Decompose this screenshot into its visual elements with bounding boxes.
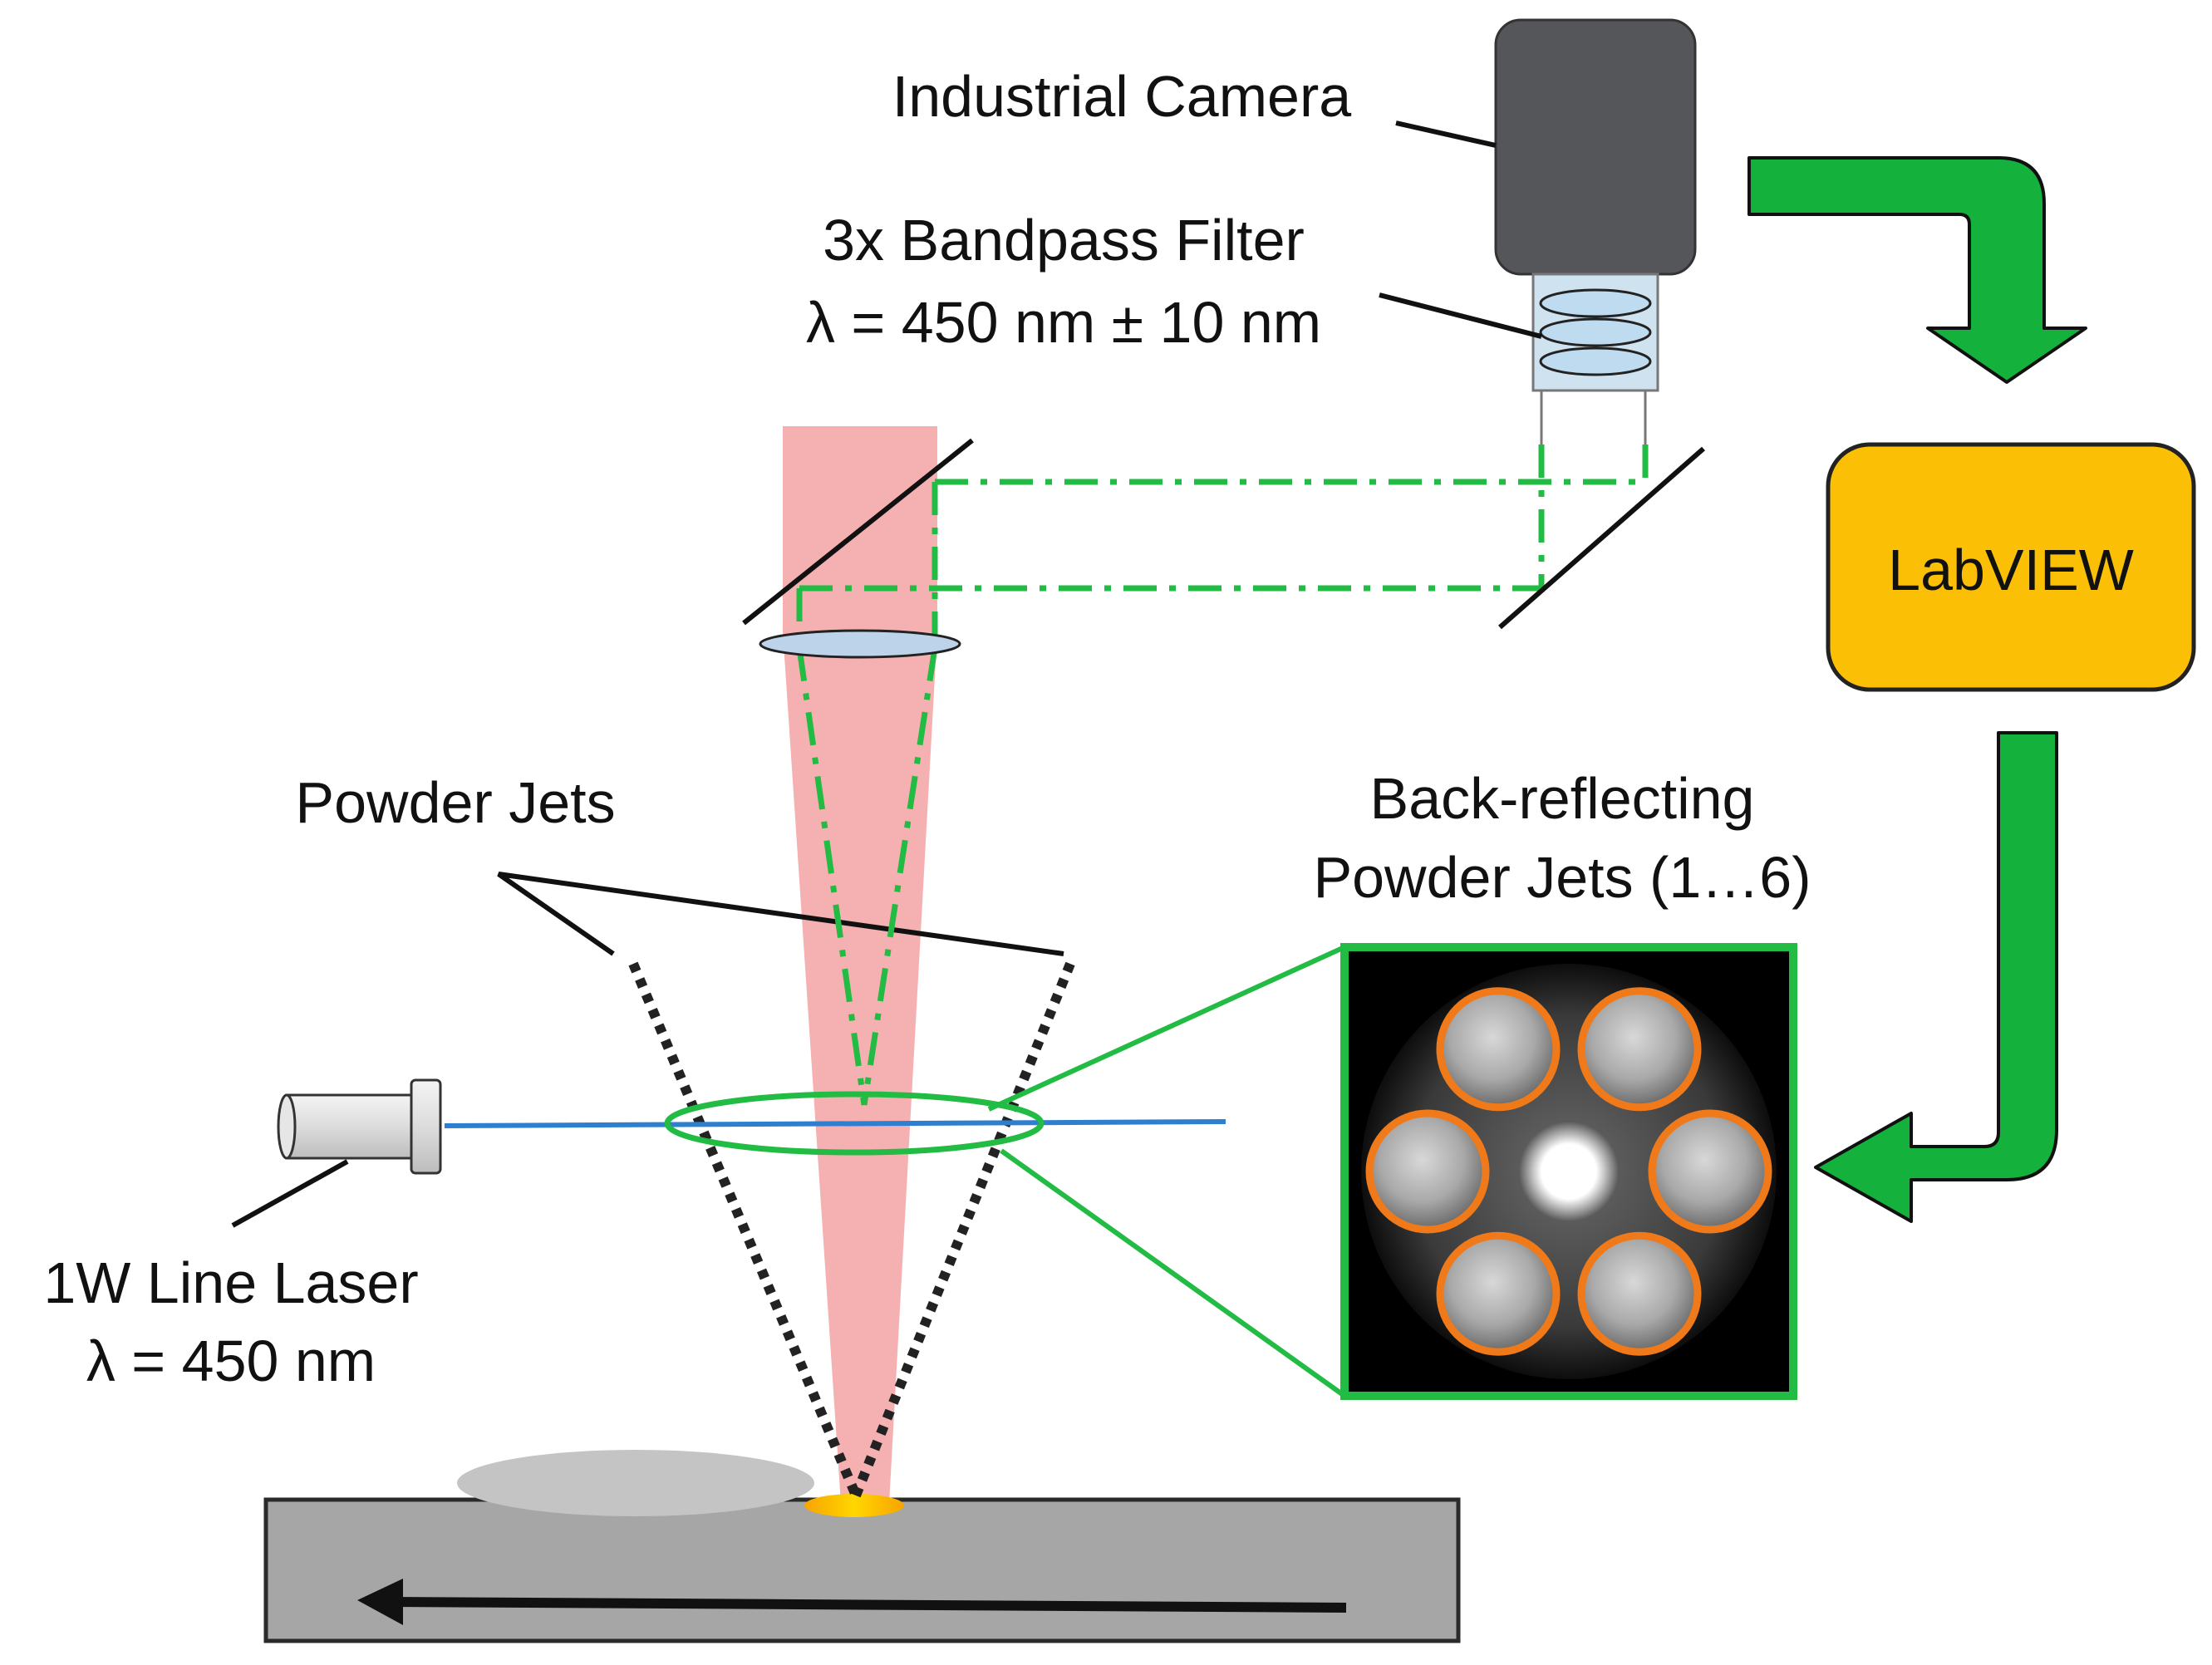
jet-circles [1365, 987, 1772, 1356]
laser-label-line2: λ = 450 nm [86, 1329, 376, 1393]
melt-pool [804, 1494, 904, 1517]
scan-direction-arrow-shaft [390, 1597, 1347, 1613]
jet-circle-6 [1365, 1109, 1490, 1234]
backreflect-label-line2: Powder Jets (1…6) [1313, 845, 1811, 910]
deflection-mirror [1498, 446, 1705, 630]
labview-label: LabVIEW [1888, 538, 2134, 602]
jet-circle-5 [1436, 1231, 1561, 1356]
substrate [263, 1497, 1461, 1643]
optical-path [796, 444, 1649, 1106]
process-laser-beam [783, 426, 937, 1504]
left-arrow-icon [357, 1579, 403, 1625]
zoom-line-top [987, 945, 1346, 1112]
labview-box [1826, 442, 2196, 692]
powder-jets-label: Powder Jets [295, 770, 615, 835]
curved-arrow-icon [1747, 156, 2087, 384]
laser-label-line1: 1W Line Laser [43, 1250, 418, 1315]
curved-arrow-icon [1814, 731, 2058, 1223]
zoom-line-bottom [1000, 1148, 1346, 1398]
filter-label-line2: λ = 450 nm ± 10 nm [806, 290, 1321, 355]
jet-circle-4 [1577, 1231, 1702, 1356]
powder-jet-left [628, 961, 861, 1498]
bandpass-filter-stack [1539, 288, 1652, 376]
deposited-track [457, 1450, 814, 1516]
focusing-lens [759, 629, 961, 659]
camera-leader [1395, 120, 1497, 148]
camera-label: Industrial Camera [892, 64, 1352, 129]
camera-image-inset [1340, 943, 1797, 1400]
backreflect-label-line1: Back-reflecting [1370, 766, 1755, 831]
jet-circle-3 [1648, 1109, 1772, 1234]
powder-jets-leader [497, 872, 1064, 956]
jet-circle-1 [1436, 987, 1561, 1112]
industrial-camera-icon [1494, 18, 1697, 444]
filter-leader [1379, 292, 1542, 339]
line-laser-icon [277, 1078, 442, 1175]
powder-jet-right [851, 961, 1075, 1498]
jet-circle-2 [1577, 987, 1702, 1112]
dichroic-mirror [742, 438, 974, 626]
measurement-zone-highlight [664, 1091, 1045, 1156]
line-laser-leader [231, 1159, 349, 1228]
filter-label-line1: 3x Bandpass Filter [823, 208, 1305, 273]
line-laser-beam [444, 1119, 1226, 1128]
